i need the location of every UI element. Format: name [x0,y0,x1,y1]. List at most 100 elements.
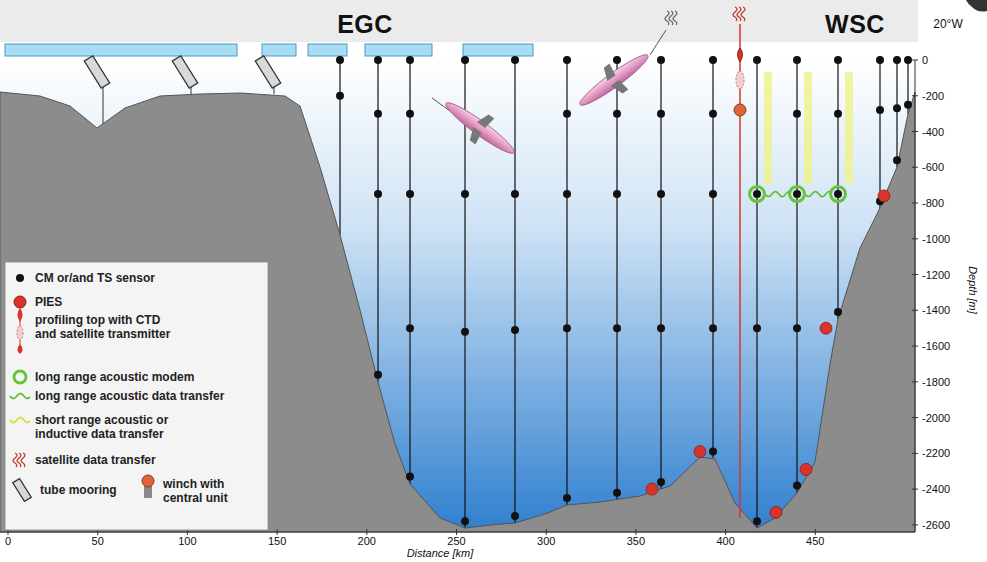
sensor-dot [753,56,761,64]
axis-title: Depth [m] [967,266,979,314]
sensor-dot [406,473,414,481]
pies [694,446,706,458]
sea [0,60,915,532]
acoustic-modem [790,187,805,202]
pies [770,506,782,518]
distance-tick-label: 150 [268,535,286,547]
sensor-dot [709,110,717,118]
distance-axis [0,532,915,533]
sensor-dot [374,190,382,198]
distance-tick-label: 100 [178,535,196,547]
sensor-dot [406,56,414,64]
sensor-dot [336,92,344,100]
glider [437,90,524,165]
satellite-signal [737,7,741,21]
sea-ice [5,44,533,56]
depth-tick-label: -200 [922,90,944,102]
sensor-dot [461,190,469,198]
legend-text: short range acoustic or inductive data t… [35,413,195,441]
instruments [336,7,912,525]
depth-tick-label: -2400 [922,483,950,495]
distance-tick-label: 450 [806,535,824,547]
mooring-line [896,60,897,167]
depth-axis [915,60,916,532]
winch [734,104,746,116]
legend-sample [10,394,30,399]
sensor-dot [793,324,801,332]
depth-tick-label: -2000 [922,412,950,424]
sensor-dot [374,56,382,64]
sensor-dot [336,56,344,64]
legend-text: long range acoustic data transfer [35,389,255,403]
sensor-dot [657,478,665,486]
depth-tick-label: -1000 [922,233,950,245]
map-icon [966,0,987,12]
mooring-line [879,60,880,208]
mooring-line [837,60,838,319]
satellite-signal [13,453,17,467]
sensor-dot [753,517,761,525]
satellite-signal [17,453,21,467]
legend-text: profiling top with CTD and satellite tra… [35,313,175,341]
sensor-dot [406,324,414,332]
sensor-dot [613,110,621,118]
mooring-line [464,60,465,528]
acoustic-modem [750,187,765,202]
legend-sample [14,371,26,383]
distance-tick-label: 400 [716,535,734,547]
seabed [0,92,915,532]
legend-text: CM or/and TS sensor [35,271,245,285]
sensor-dot [613,56,621,64]
mooring-line [712,60,713,458]
data-transfer-wave [10,418,30,423]
sensor-dot [374,371,382,379]
legend-sample [10,418,30,423]
depth-tick-label: -2200 [922,447,950,459]
sensor-dot [834,110,842,118]
sensor-dot [511,190,519,198]
mooring-line [796,60,797,493]
mooring-line [377,60,378,382]
profiling-top [738,48,743,62]
tube-mooring [255,56,280,88]
legend-text: long range acoustic modem [35,370,245,384]
sensor-dot [406,190,414,198]
depth-tick-label: -2600 [922,519,950,531]
data-transfer-wave [10,394,30,399]
depth-tick-label: -1400 [922,304,950,316]
sensor-dot [461,517,469,525]
sensor-dot [793,190,801,198]
depth-tick-label: -1200 [922,269,950,281]
mooring-line [339,60,340,235]
legend-text: winch with central unit [163,477,253,505]
sensor-dot [511,512,519,520]
axis-title: Distance [km] [407,547,474,559]
current-label: WSC [825,10,885,39]
depth-tick-label: -1800 [922,376,950,388]
satellite-signal [665,11,669,25]
pies [878,190,890,202]
mooring-line [514,60,515,523]
sensor-dot [793,56,801,64]
satellite-signal [741,7,745,21]
pies [820,322,832,334]
acoustic-modem [831,187,846,202]
depth-tick-label: -600 [922,161,944,173]
legend-sample [16,274,24,282]
tube-mooring [84,56,109,88]
sensor-dot [461,328,469,336]
sensor-dot [613,324,621,332]
sensor-dot [563,324,571,332]
legend-sample [13,479,31,502]
tube-mooring-line [103,86,104,128]
satellite-signal [21,453,25,467]
sensor-dot [893,56,901,64]
mooring-line [616,60,617,500]
mooring-line [756,60,757,528]
sensor-dot [563,494,571,502]
tube-mooring [172,56,197,88]
winch-mooring-line [739,24,741,518]
sensor-dot [461,56,469,64]
sensor-dot [613,489,621,497]
